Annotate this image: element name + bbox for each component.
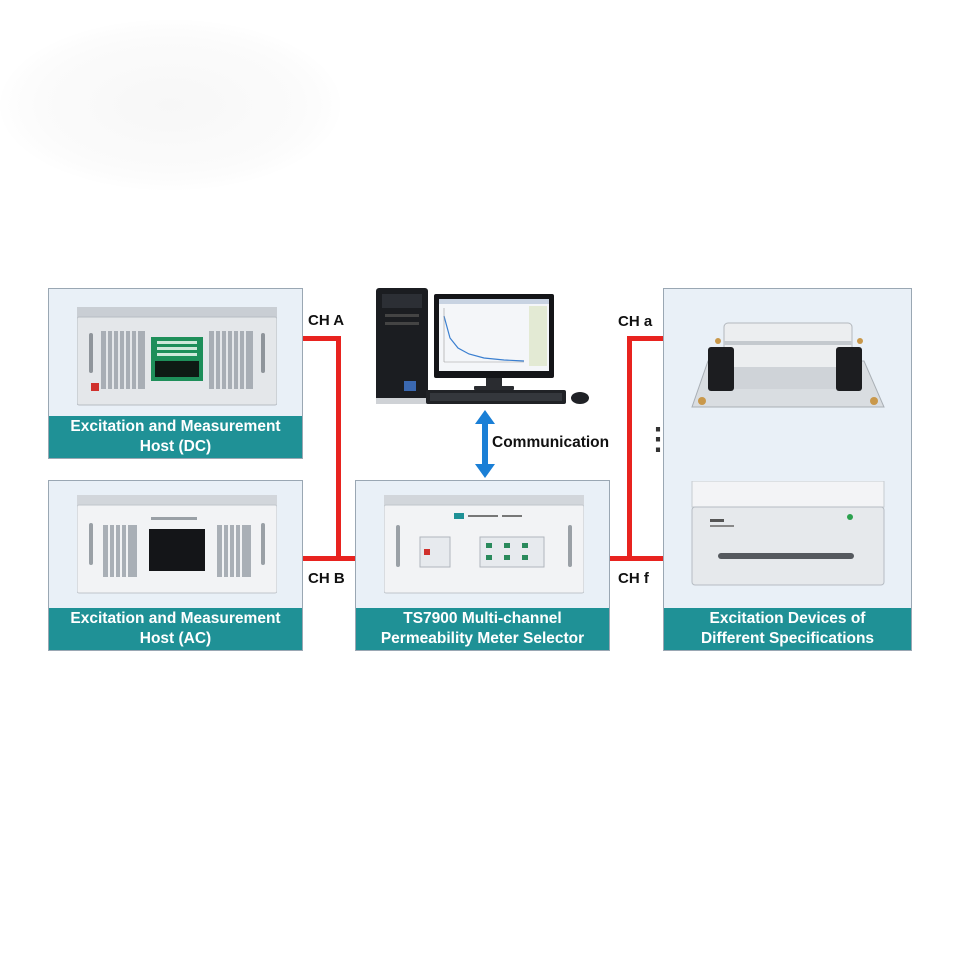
rack-instrument-dc-icon [77, 307, 277, 406]
channel-label-ch-a: CH A [308, 312, 345, 329]
wire-ch-f-horizontal [609, 556, 665, 561]
caption-dc-host: Excitation and Measurement Host (DC) [49, 416, 302, 458]
channel-label-ch-a-lower: CH a [618, 313, 653, 330]
wire-left-vertical [336, 336, 341, 560]
wire-ch-a-lower-horizontal [627, 336, 665, 341]
caption-devices: Excitation Devices of Different Specific… [664, 608, 911, 650]
background-smudge [0, 20, 340, 190]
panel-selector: TS7900 Multi-channel Permeability Meter … [355, 480, 610, 651]
caption-ac-host: Excitation and Measurement Host (AC) [49, 608, 302, 650]
wire-ch-b-horizontal [302, 556, 356, 561]
excitation-fixture-icon [691, 322, 885, 408]
panel-devices: Excitation Devices of Different Specific… [663, 288, 912, 651]
rack-instrument-ac-icon [77, 495, 277, 594]
channel-label-ch-b: CH B [308, 570, 345, 587]
panel-ac-host: Excitation and Measurement Host (AC) [48, 480, 303, 651]
panel-dc-host: Excitation and Measurement Host (DC) [48, 288, 303, 459]
bidirectional-arrow-icon [475, 410, 495, 478]
communication-label: Communication [492, 434, 610, 451]
channel-label-ch-f: CH f [618, 570, 649, 587]
multichannel-selector-icon [384, 495, 584, 594]
excitation-box-icon [691, 481, 885, 586]
wire-right-vertical [627, 336, 632, 560]
computer-workstation-icon [376, 288, 589, 404]
caption-selector: TS7900 Multi-channel Permeability Meter … [356, 608, 609, 650]
wire-ch-a-horizontal [302, 336, 340, 341]
